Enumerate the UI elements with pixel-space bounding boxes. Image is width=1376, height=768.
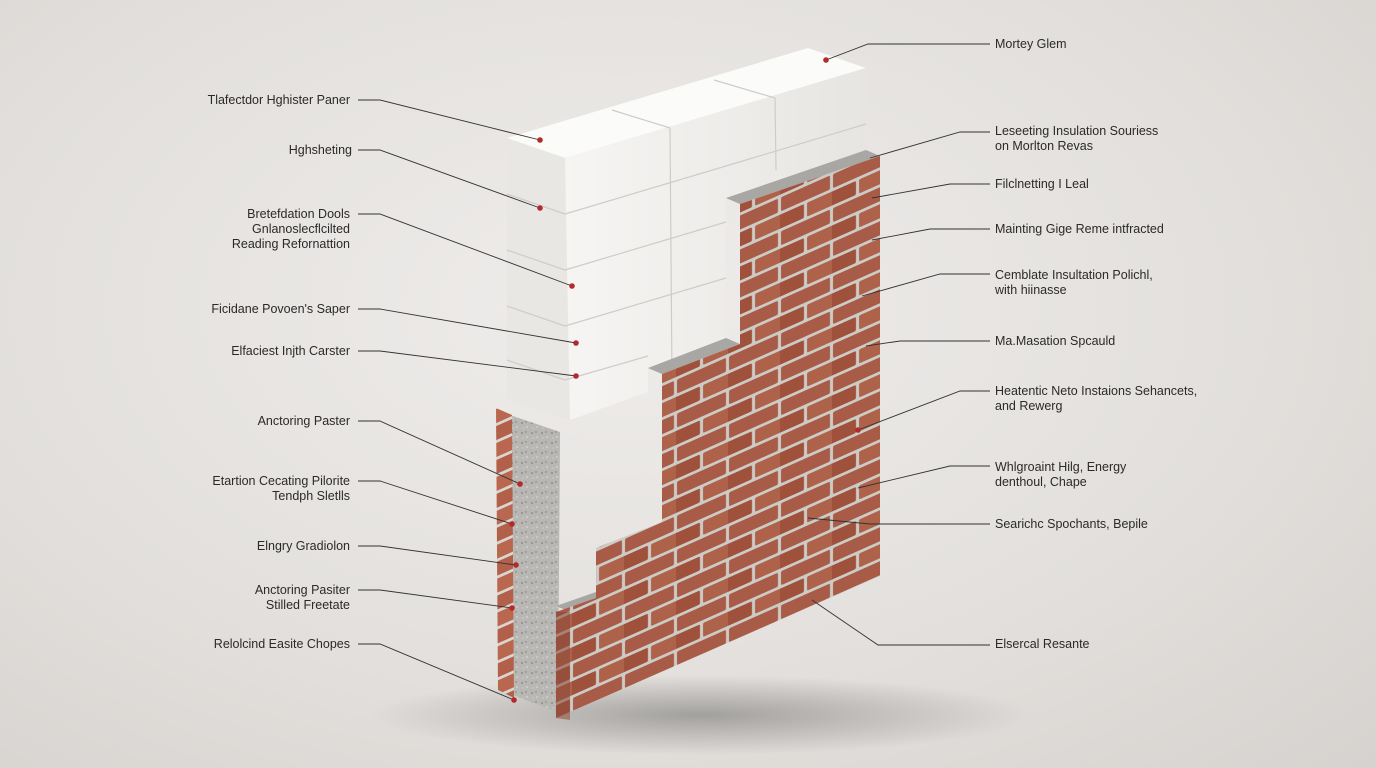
leader-line-r5 bbox=[861, 273, 990, 297]
leader-line-r8 bbox=[857, 465, 990, 489]
brick-veneer-layer bbox=[496, 156, 880, 720]
plaster-top-ledge-upper bbox=[726, 150, 880, 204]
marker-l10 bbox=[511, 697, 517, 703]
block-front-face bbox=[565, 68, 866, 420]
label-filclnetting-leal: Filclnetting I Leal bbox=[995, 177, 1089, 191]
label-hghsheting: Hghsheting bbox=[288, 143, 352, 157]
leader-line-l7 bbox=[358, 480, 513, 525]
leader-line-l2 bbox=[358, 149, 541, 209]
block-joints bbox=[506, 79, 867, 381]
leader-line-r10 bbox=[811, 599, 990, 646]
marker-l4 bbox=[573, 340, 579, 346]
brick-front-face bbox=[556, 156, 880, 718]
marker-l7 bbox=[509, 521, 515, 527]
label-tlafectdor-hghister-paner: Tlafectdor Hghister Paner bbox=[207, 93, 350, 107]
brick-face-shade bbox=[556, 156, 880, 718]
plaster-side-face bbox=[510, 415, 560, 712]
label-searichc-spochants-bepile: Searichc Spochants, Bepile bbox=[995, 517, 1148, 531]
marker-l8 bbox=[513, 562, 519, 568]
leader-line-r1 bbox=[825, 43, 990, 61]
leader-line-r4 bbox=[871, 228, 990, 241]
leader-line-l4 bbox=[358, 308, 577, 344]
leader-line-r2 bbox=[869, 131, 990, 159]
label-elngry-gradiolon: Elngry Gradiolon bbox=[256, 539, 350, 553]
label-whlgroaint-hilg-energy: Whlgroaint Hilg, Energy denthoul, Chape bbox=[995, 460, 1127, 489]
label-relolcind-easite-chopes: Relolcind Easite Chopes bbox=[213, 637, 350, 651]
marker-l9 bbox=[509, 605, 515, 611]
marker-r1 bbox=[823, 57, 829, 63]
label-anctoring-pasiter: Anctoring Pasiter Stilled Freetate bbox=[254, 583, 350, 612]
block-top-face bbox=[507, 48, 866, 158]
leader-lines bbox=[358, 43, 990, 701]
label-cemblate-insultation-polichl: Cemblate Insultation Polichl, with hiina… bbox=[995, 268, 1153, 297]
leader-line-r6 bbox=[865, 340, 990, 347]
label-mortey-glem: Mortey Glem bbox=[995, 37, 1067, 51]
leader-line-l1 bbox=[358, 99, 541, 141]
label-mamasation-spcauld: Ma.Masation Spcauld bbox=[995, 334, 1116, 348]
marker-l6 bbox=[517, 481, 523, 487]
label-heatentic-neto-instaions: Heatentic Neto Instaions Sehancets, and … bbox=[995, 384, 1198, 413]
marker-r7 bbox=[855, 427, 861, 433]
brick-back-column bbox=[496, 408, 514, 698]
leader-line-l9 bbox=[358, 589, 513, 609]
marker-l3 bbox=[569, 283, 575, 289]
leader-line-l3 bbox=[358, 213, 573, 287]
label-etartion-cecating-pilorite: Etartion Cecating Pilorite Tendph Sletll… bbox=[212, 474, 350, 503]
label-ficidane-povoens-saper: Ficidane Povoen's Saper bbox=[211, 302, 350, 316]
aerated-block-layer bbox=[506, 48, 867, 420]
block-side-face bbox=[507, 138, 570, 420]
plaster-top-ledge-middle bbox=[648, 338, 740, 374]
label-elsercal-resante: Elsercal Resante bbox=[995, 637, 1090, 651]
leader-line-r9 bbox=[807, 517, 990, 525]
label-leseeting-insulation-souriess: Leseeting Insulation Souriess on Morlton… bbox=[995, 124, 1159, 153]
label-elfaciest-injth-carster: Elfaciest Injth Carster bbox=[231, 344, 350, 358]
marker-l2 bbox=[537, 205, 543, 211]
marker-l5 bbox=[573, 373, 579, 379]
marker-l1 bbox=[537, 137, 543, 143]
leader-line-l10 bbox=[358, 643, 515, 701]
label-mainting-gige-reme: Mainting Gige Reme intfracted bbox=[995, 222, 1164, 236]
label-anctoring-paster: Anctoring Paster bbox=[257, 414, 350, 428]
leader-line-r7 bbox=[857, 390, 990, 431]
ground-shadow bbox=[370, 675, 1030, 755]
callout-markers bbox=[509, 57, 861, 703]
leader-line-r3 bbox=[871, 183, 990, 199]
leader-line-l5 bbox=[358, 350, 577, 377]
leader-line-l8 bbox=[358, 545, 517, 566]
brick-edge-shade bbox=[556, 612, 570, 720]
leader-line-l6 bbox=[358, 420, 521, 485]
label-bretefdation-dools: Bretefdation Dools Gnlanoslecflcilted Re… bbox=[231, 207, 350, 251]
